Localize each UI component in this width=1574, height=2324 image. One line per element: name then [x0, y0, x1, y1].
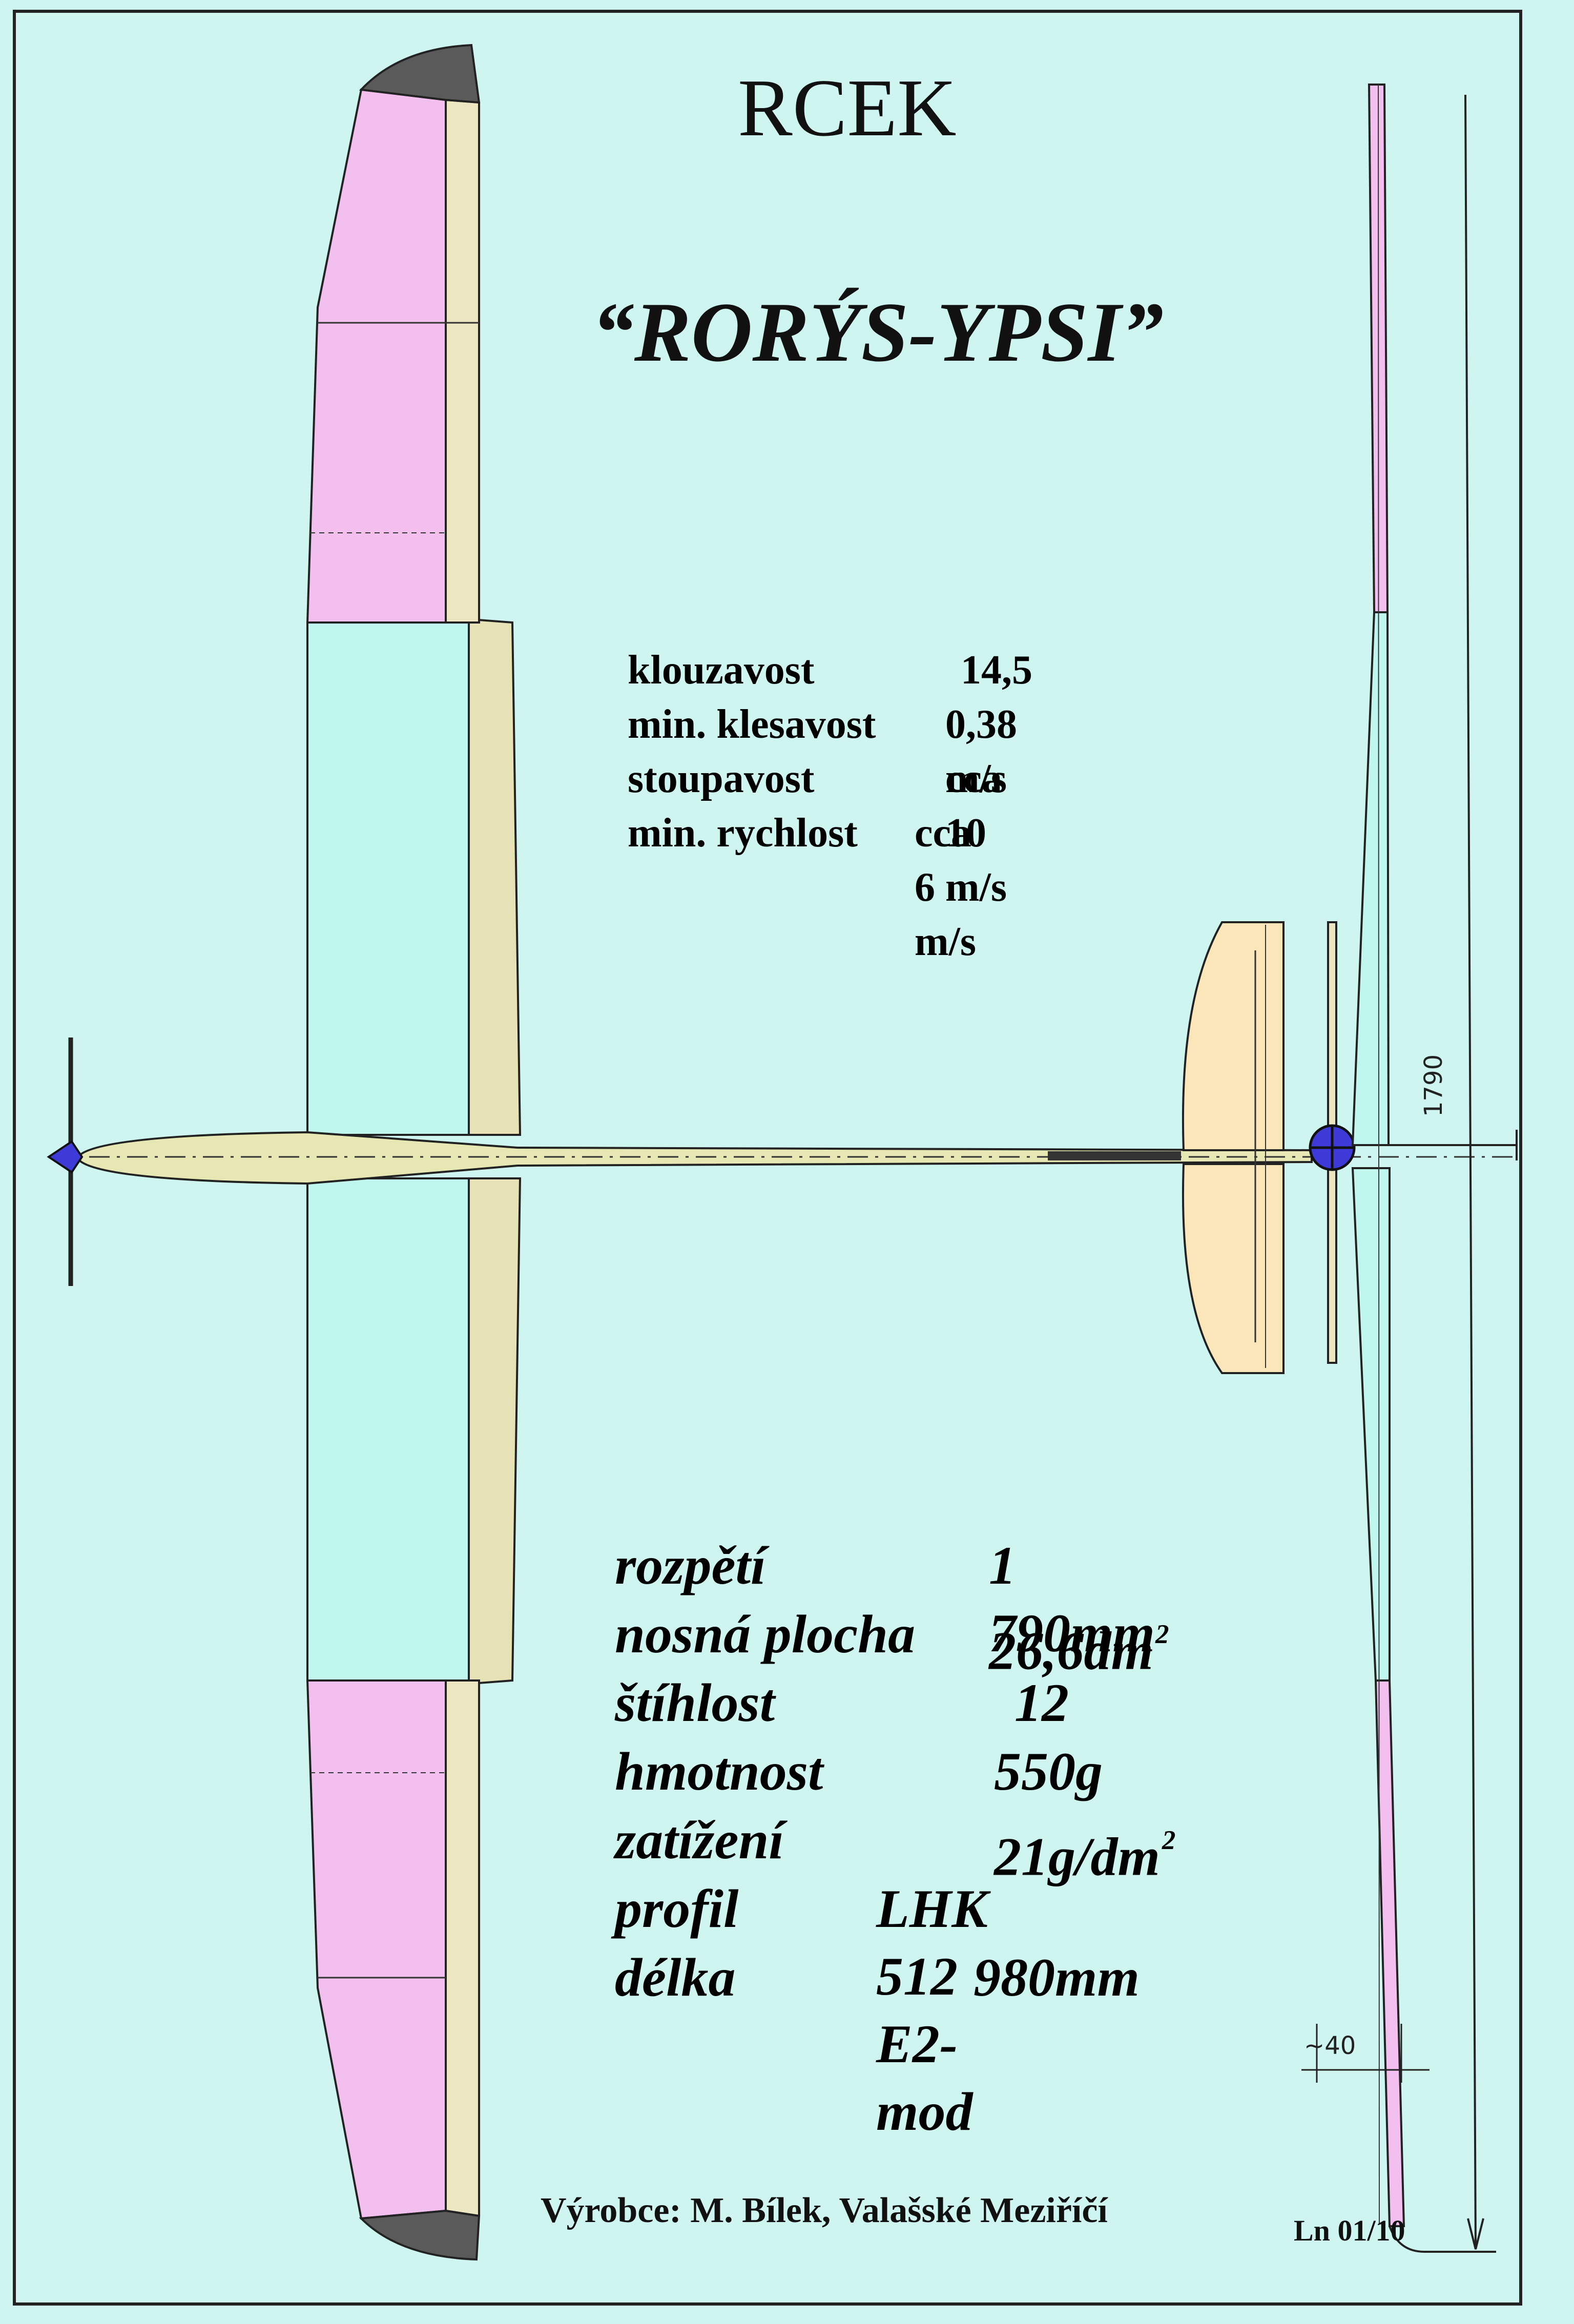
- spec-value: LHK 512 E2-mod: [876, 1879, 988, 2142]
- spec-label: rozpětí: [615, 1536, 766, 1595]
- wing-center-panel-upper: [306, 621, 470, 1136]
- spinner: [47, 1140, 84, 1174]
- spec-label: zatížení: [615, 1810, 784, 1870]
- dihedral-dimension-label: ~40: [1304, 2031, 1356, 2060]
- spec-label: hmotnost: [615, 1741, 823, 1801]
- wing-upper-flap: [460, 618, 522, 1136]
- wing-lower-trailing-edge: [445, 1679, 480, 2217]
- spec-label: délka: [615, 1947, 736, 2007]
- wing-lower-flap: [468, 1177, 522, 1685]
- tailplane: [1182, 921, 1285, 1374]
- performance-row-glide: klouzavost 14,5: [628, 643, 1032, 697]
- fuselage: [47, 1038, 1517, 1286]
- spec-value: 12: [1014, 1673, 1069, 1733]
- spec-unit-power: 2: [1155, 1620, 1169, 1649]
- wing-tip-cap-lower: [359, 2209, 481, 2261]
- sheet-number: Ln 01/10: [1294, 2214, 1405, 2247]
- tailplane-half-lower: [1182, 1163, 1285, 1374]
- performance-row-speed: min. rychlost cca 6 m/s: [628, 806, 976, 964]
- wing-tip-cap-upper: [359, 44, 481, 104]
- spec-row-airfoil: profil LHK 512 E2-mod: [615, 1875, 988, 2142]
- performance-value: cca 10 m/s: [945, 756, 1007, 910]
- spec-label: profil: [615, 1879, 739, 1939]
- fin: [1309, 921, 1518, 1364]
- spec-label: štíhlost: [615, 1673, 775, 1733]
- manufacturer-credit: Výrobce: M. Bílek, Valašské Meziříčí: [541, 2191, 1108, 2230]
- spec-row-loading: zatížení 21g/dm2: [615, 1807, 1175, 1886]
- wing-center-panel-lower: [306, 1177, 470, 1682]
- spec-value: 980mm: [974, 1947, 1140, 2007]
- spec-value: 21g/dm: [994, 1827, 1160, 1887]
- specifications-table: rozpětí 1 790mm nosná plocha 26,6dm2 ští…: [615, 1532, 1175, 2142]
- wing-front-view: [1301, 84, 1496, 2253]
- wing-lower-tip-panel: [306, 1679, 447, 2220]
- performance-label: stoupavost: [628, 756, 815, 801]
- span-dimension-label: 1790: [1419, 1054, 1448, 1117]
- wing-top-view: [306, 44, 522, 2261]
- tailplane-half-upper: [1182, 921, 1285, 1151]
- spec-row-aspect-ratio: štíhlost 12: [615, 1669, 1069, 1738]
- spec-row-length: délka 980mm: [615, 1944, 1140, 2012]
- performance-label: min. rychlost: [628, 811, 858, 856]
- spec-value: 550g: [994, 1741, 1103, 1801]
- spec-row-span: rozpětí 1 790mm: [615, 1532, 1155, 1663]
- performance-label: klouzavost: [628, 648, 815, 693]
- spec-unit-power: 2: [1162, 1825, 1176, 1855]
- spec-value: 1 790mm: [989, 1536, 1155, 1663]
- performance-table: klouzavost 14,5 min. klesavost 0,38 m/s …: [628, 643, 1032, 964]
- performance-value: cca 6 m/s: [915, 811, 976, 964]
- performance-row-sink: min. klesavost 0,38 m/s: [628, 697, 1017, 801]
- performance-value: 14,5: [961, 648, 1032, 693]
- page-frame: [13, 10, 1522, 2306]
- spec-row-weight: hmotnost 550g: [615, 1738, 1103, 1807]
- performance-row-climb: stoupavost cca 10 m/s: [628, 752, 1007, 910]
- wing-upper-trailing-edge: [445, 98, 480, 624]
- model-title: “RORÝS-YPSI”: [592, 285, 1164, 379]
- performance-label: min. klesavost: [628, 702, 876, 747]
- brand-title: RCEK: [738, 62, 957, 153]
- spec-value: 26,6dm: [989, 1621, 1153, 1681]
- spec-row-area: nosná plocha 26,6dm2: [615, 1601, 1169, 1680]
- fuselage-pod: [78, 1131, 1313, 1185]
- wing-upper-tip-panel: [306, 88, 447, 624]
- performance-value: 0,38 m/s: [945, 702, 1017, 801]
- spec-label: nosná plocha: [615, 1604, 916, 1664]
